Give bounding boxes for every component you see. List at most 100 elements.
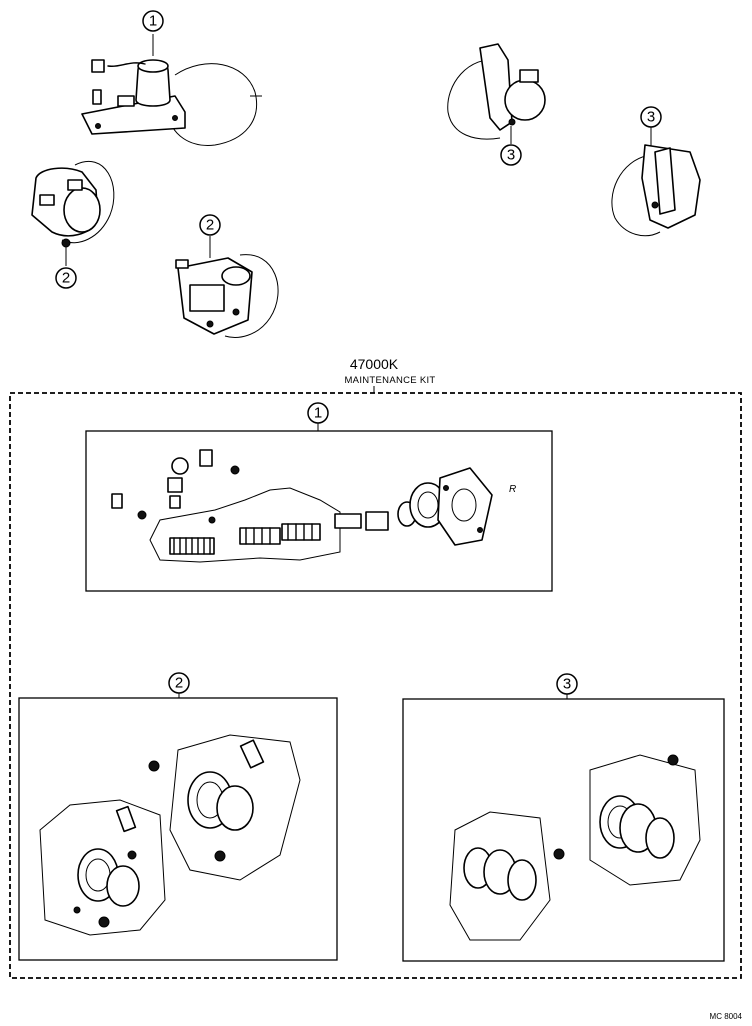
front-caliper-left [31,160,115,266]
callout-3-kit: 3 [556,673,578,699]
mount-tab [39,194,55,206]
sensor-wire [107,62,146,68]
bleeder [67,179,83,191]
bolt [206,320,214,328]
bleeder-cap [553,848,565,860]
callout-number: 2 [62,270,70,287]
cylinder-silhouette [149,487,341,563]
bleeder [175,259,189,269]
bleeder-cap [98,916,110,928]
fitting-left [92,89,102,105]
caliper-silhouette-back [589,754,701,886]
piston-seals [287,523,313,541]
callout-number: 3 [647,109,655,126]
washer [137,510,147,520]
ring-back [216,785,254,831]
gasket-plate [437,467,493,546]
callout-number: 3 [507,147,515,164]
caliper-silhouette-front [39,799,166,936]
callout-circle [640,106,662,128]
callout-1-top: 1 [142,10,164,32]
callout-2-left: 2 [55,267,77,289]
callout-number: 3 [563,676,571,693]
spring-coils [173,537,211,555]
bleeder-cap [667,754,679,766]
bolt [651,201,659,209]
callout-circle [199,214,221,236]
bolt [508,118,516,126]
mounting-bolt [61,238,71,248]
gasket-bolt-hole [477,527,483,533]
bleeder-cap [148,760,160,772]
fitting-mid [117,95,135,107]
gasket-hole [451,488,477,522]
caliper-silhouette-back [169,734,301,881]
callout-circle [55,267,77,289]
kit-name: MAINTENANCE KIT [344,375,435,386]
caliper-bracket [654,147,676,215]
small-bolt [73,906,81,914]
ring-back [645,817,675,859]
piston-secondary [281,523,321,541]
callout-2-kit: 2 [168,672,190,698]
boot-small [127,850,137,860]
callout-number: 2 [206,217,214,234]
disc-outline [61,160,115,244]
grommet [171,457,189,475]
bolt [172,115,178,121]
drawing-reference: MC 8004 [710,1012,743,1021]
front-caliper-kit-parts [39,734,301,936]
piston-seal-front [507,859,537,901]
caliper-bracket [479,43,513,131]
bleeder-screw [199,449,213,467]
maintenance-kit-boundary [9,392,742,979]
bolt [95,123,101,129]
disc-outline [224,254,279,338]
wire-connector [91,59,105,73]
caliper-silhouette-front [449,811,551,941]
cap [230,465,240,475]
callout-number: 2 [175,675,183,692]
callout-circle [500,144,522,166]
disc-outline [611,154,661,237]
screw [111,493,123,509]
piston-housing [63,187,101,233]
master-cylinder-assembly [81,34,262,146]
master-cylinder-kit-parts [111,449,493,563]
callout-3-right: 3 [640,106,662,128]
master-cylinder-outline [167,63,257,146]
slide-pin [239,739,265,769]
callout-number: 1 [314,405,322,422]
disc-outline [447,59,501,140]
rod-end [365,511,389,531]
rear-caliper-right [611,127,701,237]
callout-circle [142,10,164,32]
callout-number: 1 [149,13,157,30]
callout-3-middle: 3 [500,144,522,166]
rear-caliper-kit-parts [449,754,701,941]
reservoir-cap [137,59,169,73]
slide-pin [115,805,137,833]
r-mark: R [509,484,516,495]
bleeder [519,69,539,83]
gasket-bolt-hole [443,485,449,491]
ring-front [106,865,140,907]
bolt [232,308,240,316]
rod [334,513,362,529]
front-caliper-center [175,236,279,338]
bleeder-cap [214,850,226,862]
piston-seals [245,527,271,545]
rear-caliper-kit-panel [402,698,725,962]
callout-1-kit: 1 [307,402,329,431]
kit-part-number: 47000K [350,356,399,372]
piston-top [221,266,251,286]
front-caliper-kit-panel [18,697,338,961]
caliper-face [189,284,225,312]
valve-seat [169,495,181,509]
rear-caliper-middle [447,43,546,144]
valve [167,477,183,493]
callout-2-center: 2 [199,214,221,236]
small-bolt [208,516,216,524]
piston-housing [504,79,546,121]
